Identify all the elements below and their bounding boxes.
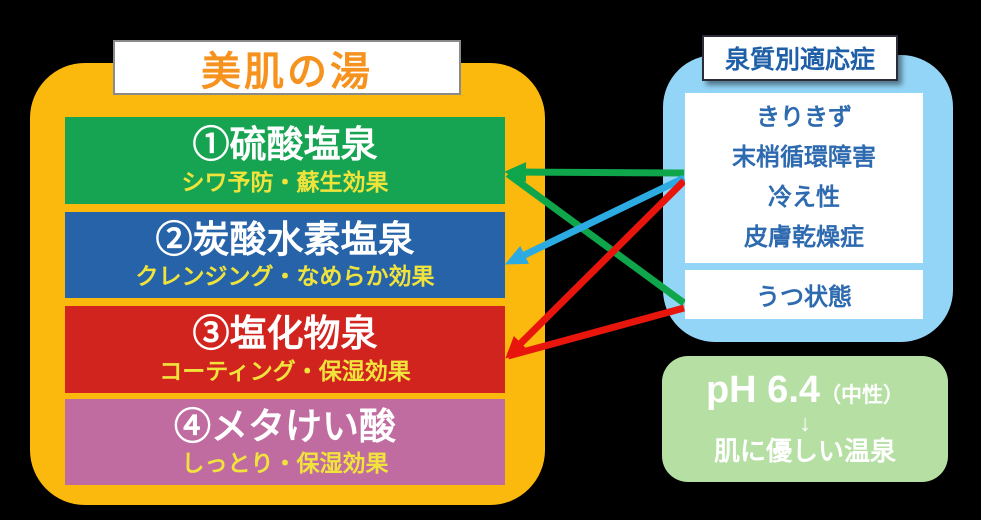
indication-item: うつ状態 — [756, 284, 852, 311]
bar-metasilicic-acid: ④メタけい酸 しっとり・保湿効果 — [65, 399, 505, 485]
down-arrow-icon: ↓ — [799, 409, 811, 436]
bar-label: ②炭酸水素塩泉 — [155, 218, 415, 260]
indications-header: 泉質別適応症 — [724, 46, 875, 74]
indication-depression-box: うつ状態 — [685, 270, 923, 319]
ph-value: pH 6.4（中性） — [705, 368, 905, 411]
bar-effect: しっとり・保湿効果 — [181, 450, 389, 477]
ph-note: （中性） — [820, 383, 905, 407]
bar-effect: コーティング・保湿効果 — [159, 357, 411, 384]
bar-chloride-spring: ③塩化物泉 コーティング・保湿効果 — [65, 306, 505, 393]
indication-item: 皮膚乾燥症 — [744, 224, 864, 251]
indication-item: 末梢循環障害 — [732, 144, 876, 171]
indications-list-box: きりきず 末梢循環障害 冷え性 皮膚乾燥症 — [685, 93, 923, 263]
bar-effect: クレンジング・なめらか効果 — [135, 263, 435, 290]
indication-item: きりきず — [756, 104, 852, 131]
bar-label: ③塩化物泉 — [192, 313, 378, 355]
bar-label: ①硫酸塩泉 — [192, 124, 378, 166]
indications-header-box: 泉質別適応症 — [702, 35, 898, 81]
bar-sulfate-spring: ①硫酸塩泉 シワ予防・蘇生効果 — [65, 117, 505, 204]
ph-info-box: pH 6.4（中性） ↓ 肌に優しい温泉 — [662, 356, 948, 482]
page-title: 美肌の湯 — [201, 49, 373, 94]
beautifying-bath-title-box: 美肌の湯 — [113, 40, 461, 95]
indication-item: 冷え性 — [768, 184, 840, 211]
bar-label: ④メタけい酸 — [174, 405, 396, 447]
ph-conclusion: 肌に優しい温泉 — [713, 436, 896, 466]
bar-bicarbonate-spring: ②炭酸水素塩泉 クレンジング・なめらか効果 — [65, 212, 505, 298]
bar-effect: シワ予防・蘇生効果 — [181, 168, 389, 195]
